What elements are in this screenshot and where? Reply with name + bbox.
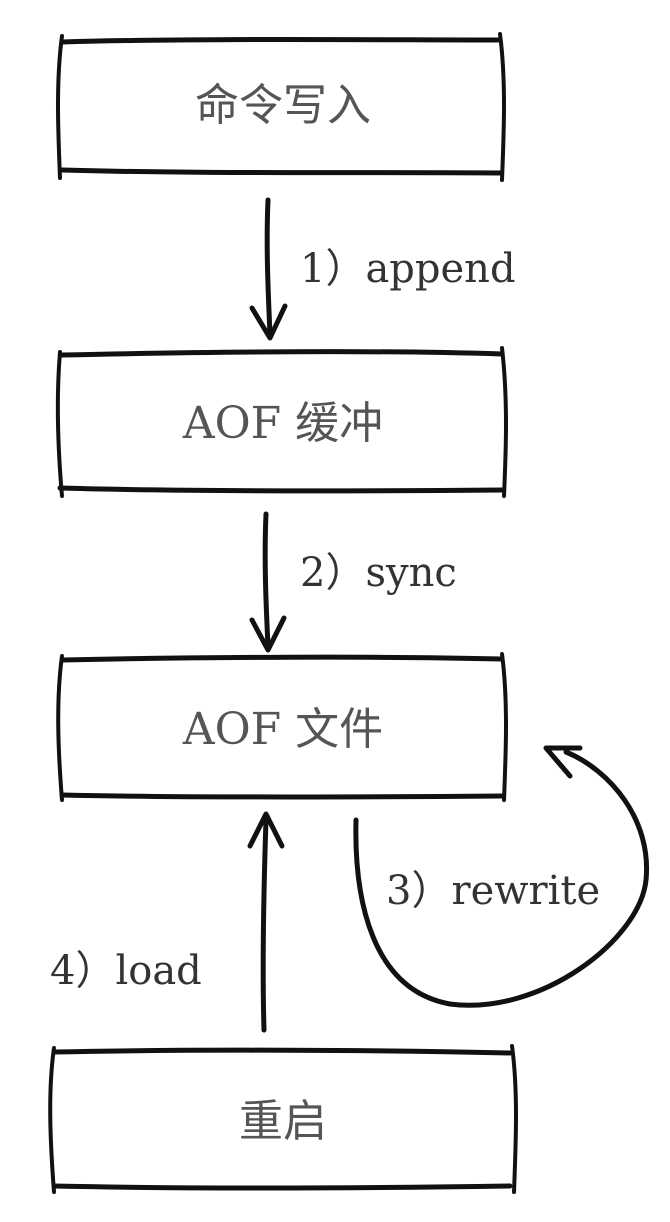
box-command-write: 命令写入	[56, 32, 506, 182]
arrow-rewrite: 3）rewrite	[353, 745, 650, 1008]
box-aof-file: AOF 文件	[56, 652, 508, 802]
box-label-restart: 重启	[239, 1096, 327, 1147]
arrow-label-rewrite: 3）rewrite	[386, 868, 600, 914]
box-label-command-write: 命令写入	[195, 80, 371, 131]
arrow-label-sync: 2）sync	[300, 550, 457, 596]
box-label-aof-buffer: AOF 缓冲	[182, 398, 383, 449]
arrow-append: 1）append	[249, 197, 516, 341]
box-restart: 重启	[48, 1044, 518, 1194]
arrow-sync: 2）sync	[249, 511, 457, 653]
arrow-label-load: 4）load	[50, 948, 202, 994]
box-aof-buffer: AOF 缓冲	[55, 346, 508, 498]
arrow-label-append: 1）append	[300, 246, 516, 292]
box-label-aof-file: AOF 文件	[182, 704, 383, 755]
arrow-load: 4）load	[50, 811, 285, 1033]
